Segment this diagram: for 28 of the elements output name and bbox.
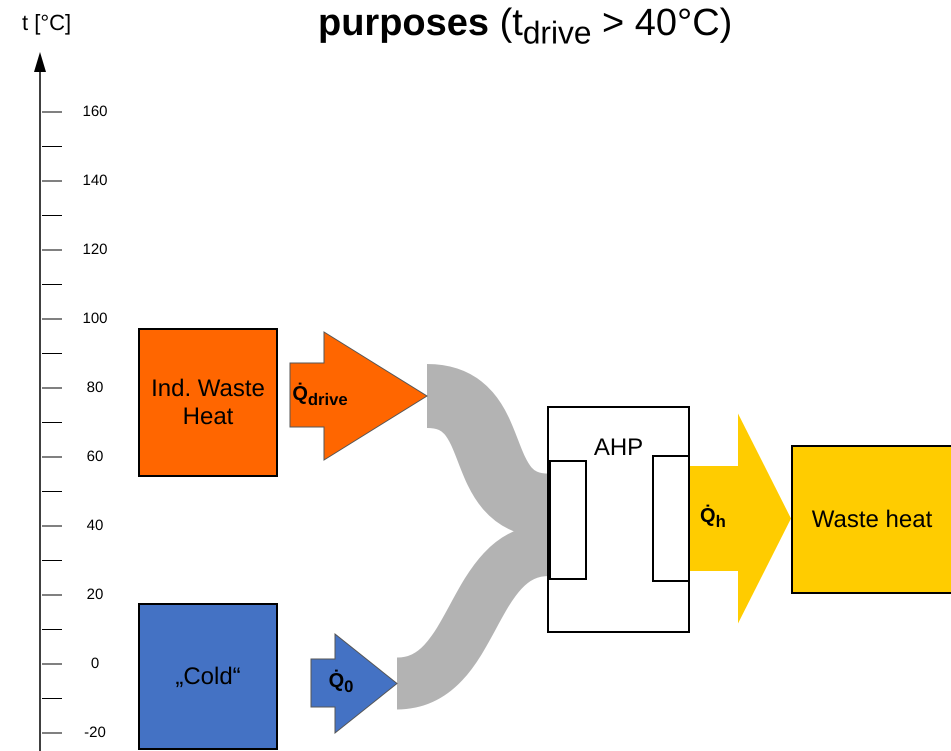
edge-label: Q̇$_{h}$ (700, 504, 726, 532)
title: purposes (t$_{drive}$ > 40°C) (318, 2, 732, 52)
flow-label: Q̇$_{0}$ (328, 670, 354, 697)
heat-exchanger-box (549, 460, 587, 580)
tick-label: 40 (86, 517, 104, 534)
tick-label: 120 (81, 241, 109, 258)
node-label: „Cold“ (175, 662, 241, 690)
heat-source-box (138, 328, 278, 477)
heat-sink-box (791, 445, 951, 594)
axis-title: t [°C] (22, 10, 72, 36)
tick-label: -20 (83, 724, 107, 741)
heat-flow-arrow (311, 634, 397, 733)
flow-label: Q̇$_{drive}$ (291, 382, 349, 410)
node-label: Waste heat (812, 506, 932, 534)
cold-source-box (138, 603, 278, 750)
tick-label: 160 (81, 103, 109, 120)
heat-flow-arrow (290, 332, 427, 460)
tick-label: 60 (86, 448, 104, 465)
tick-label: 100 (81, 310, 109, 327)
tick-label: 140 (81, 172, 109, 189)
heat-pump-box (547, 406, 690, 633)
node-label: AHP (594, 434, 644, 462)
tick-label: 20 (86, 586, 104, 603)
tick-label: 80 (86, 379, 104, 396)
heat-flow-arrow (690, 414, 791, 624)
tick-label: 0 (90, 655, 100, 672)
heat-exchanger-box (652, 455, 690, 582)
node-label: Ind. Waste Heat (150, 374, 266, 430)
